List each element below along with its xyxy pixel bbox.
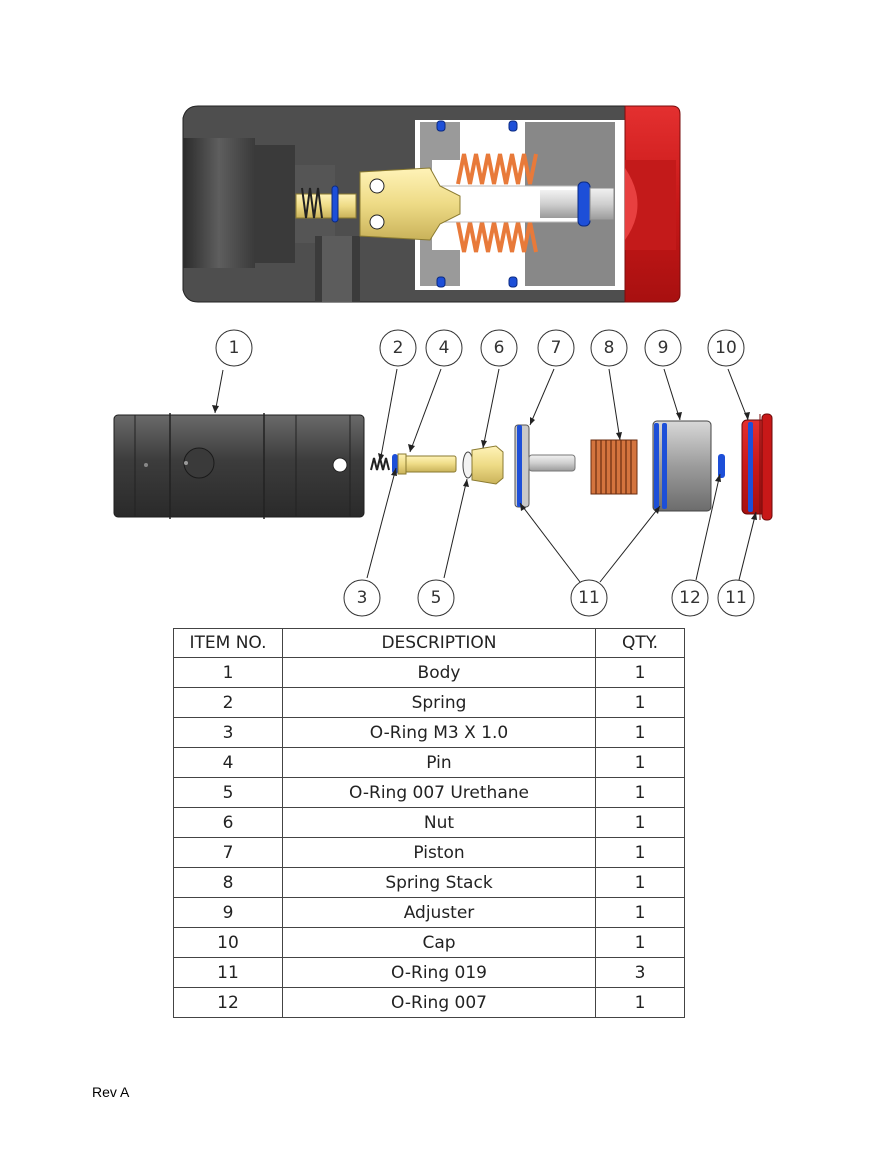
cell-item-no: 10 — [173, 927, 283, 958]
cell-qty: 1 — [595, 807, 685, 838]
table-row: 2 Spring 1 — [173, 687, 685, 718]
cell-description: O-Ring 007 — [282, 987, 596, 1018]
cell-qty: 1 — [595, 837, 685, 868]
cell-qty: 1 — [595, 927, 685, 958]
cell-description: Adjuster — [282, 897, 596, 928]
balloon-label: 3 — [357, 588, 368, 608]
cell-description: Spring — [282, 687, 596, 718]
header-qty: QTY. — [595, 628, 685, 658]
cell-item-no: 6 — [173, 807, 283, 838]
balloon-11-b: 11 — [717, 579, 755, 617]
cell-qty: 1 — [595, 747, 685, 778]
table-header-row: ITEM NO. DESCRIPTION QTY. — [173, 628, 685, 658]
bill-of-materials-table: ITEM NO. DESCRIPTION QTY. 1 Body 1 2 Spr… — [173, 628, 685, 1018]
table-row: 4 Pin 1 — [173, 747, 685, 778]
leader-arrowheads — [212, 405, 757, 520]
cell-qty: 3 — [595, 957, 685, 988]
part-piston — [514, 424, 576, 508]
cell-item-no: 8 — [173, 867, 283, 898]
table-row: 3 O-Ring M3 X 1.0 1 — [173, 717, 685, 748]
table-row: 1 Body 1 — [173, 657, 685, 688]
balloon-4: 4 — [425, 329, 463, 367]
balloon-label: 10 — [715, 338, 737, 358]
leader-lines — [214, 368, 757, 583]
balloon-label: 7 — [551, 338, 562, 358]
cell-description: O-Ring M3 X 1.0 — [282, 717, 596, 748]
table-row: 10 Cap 1 — [173, 927, 685, 958]
balloon-label: 1 — [229, 338, 240, 358]
balloon-label: 8 — [604, 338, 615, 358]
header-item-no: ITEM NO. — [173, 628, 283, 658]
balloon-12: 12 — [671, 579, 709, 617]
part-body — [113, 413, 365, 519]
table-row: 7 Piston 1 — [173, 837, 685, 868]
balloon-6: 6 — [480, 329, 518, 367]
cell-item-no: 5 — [173, 777, 283, 808]
section-pin — [295, 167, 461, 241]
part-pin — [397, 455, 457, 473]
header-description: DESCRIPTION — [282, 628, 596, 658]
balloon-10: 10 — [707, 329, 745, 367]
cell-item-no: 4 — [173, 747, 283, 778]
cell-qty: 1 — [595, 687, 685, 718]
section-view — [182, 105, 681, 303]
cell-qty: 1 — [595, 717, 685, 748]
part-o-ring-m3 — [392, 454, 398, 474]
assembly-drawing: 1 2 4 6 7 8 9 10 — [113, 105, 773, 617]
cell-qty: 1 — [595, 657, 685, 688]
table-row: 12 O-Ring 007 1 — [173, 987, 685, 1018]
balloon-label: 11 — [725, 588, 747, 608]
cell-description: Spring Stack — [282, 867, 596, 898]
balloon-9: 9 — [644, 329, 682, 367]
cell-item-no: 2 — [173, 687, 283, 718]
cell-description: O-Ring 007 Urethane — [282, 777, 596, 808]
cell-item-no: 12 — [173, 987, 283, 1018]
cell-description: Cap — [282, 927, 596, 958]
cell-description: Piston — [282, 837, 596, 868]
cell-qty: 1 — [595, 987, 685, 1018]
balloon-label: 11 — [578, 588, 600, 608]
table-row: 11 O-Ring 019 3 — [173, 957, 685, 988]
revision-label: Rev A — [92, 1084, 130, 1100]
balloon-label: 9 — [658, 338, 669, 358]
balloon-label: 12 — [679, 588, 701, 608]
cell-description: Pin — [282, 747, 596, 778]
cell-item-no: 3 — [173, 717, 283, 748]
table-row: 8 Spring Stack 1 — [173, 867, 685, 898]
part-nut — [471, 445, 504, 485]
balloon-label: 4 — [439, 338, 450, 358]
part-cap — [741, 413, 773, 521]
balloon-8: 8 — [590, 329, 628, 367]
cell-item-no: 1 — [173, 657, 283, 688]
balloon-1: 1 — [215, 329, 253, 367]
table-row: 5 O-Ring 007 Urethane 1 — [173, 777, 685, 808]
cell-qty: 1 — [595, 867, 685, 898]
balloon-label: 5 — [431, 588, 442, 608]
table-row: 9 Adjuster 1 — [173, 897, 685, 928]
section-spring-stack — [456, 153, 538, 253]
cell-qty: 1 — [595, 777, 685, 808]
part-adjuster — [652, 420, 712, 512]
table-row: 6 Nut 1 — [173, 807, 685, 838]
balloon-label: 6 — [494, 338, 505, 358]
balloon-7: 7 — [537, 329, 575, 367]
balloon-5: 5 — [417, 579, 455, 617]
cell-qty: 1 — [595, 897, 685, 928]
cell-description: O-Ring 019 — [282, 957, 596, 988]
cell-item-no: 11 — [173, 957, 283, 988]
balloon-3: 3 — [343, 579, 381, 617]
part-o-ring-007 — [718, 454, 725, 478]
cell-description: Nut — [282, 807, 596, 838]
balloon-2: 2 — [379, 329, 417, 367]
part-spring-stack — [590, 439, 638, 495]
cell-description: Body — [282, 657, 596, 688]
cell-item-no: 7 — [173, 837, 283, 868]
exploded-view: 1 2 4 6 7 8 9 10 — [113, 329, 773, 617]
balloon-11-a: 11 — [570, 579, 608, 617]
cell-item-no: 9 — [173, 897, 283, 928]
balloon-label: 2 — [393, 338, 404, 358]
